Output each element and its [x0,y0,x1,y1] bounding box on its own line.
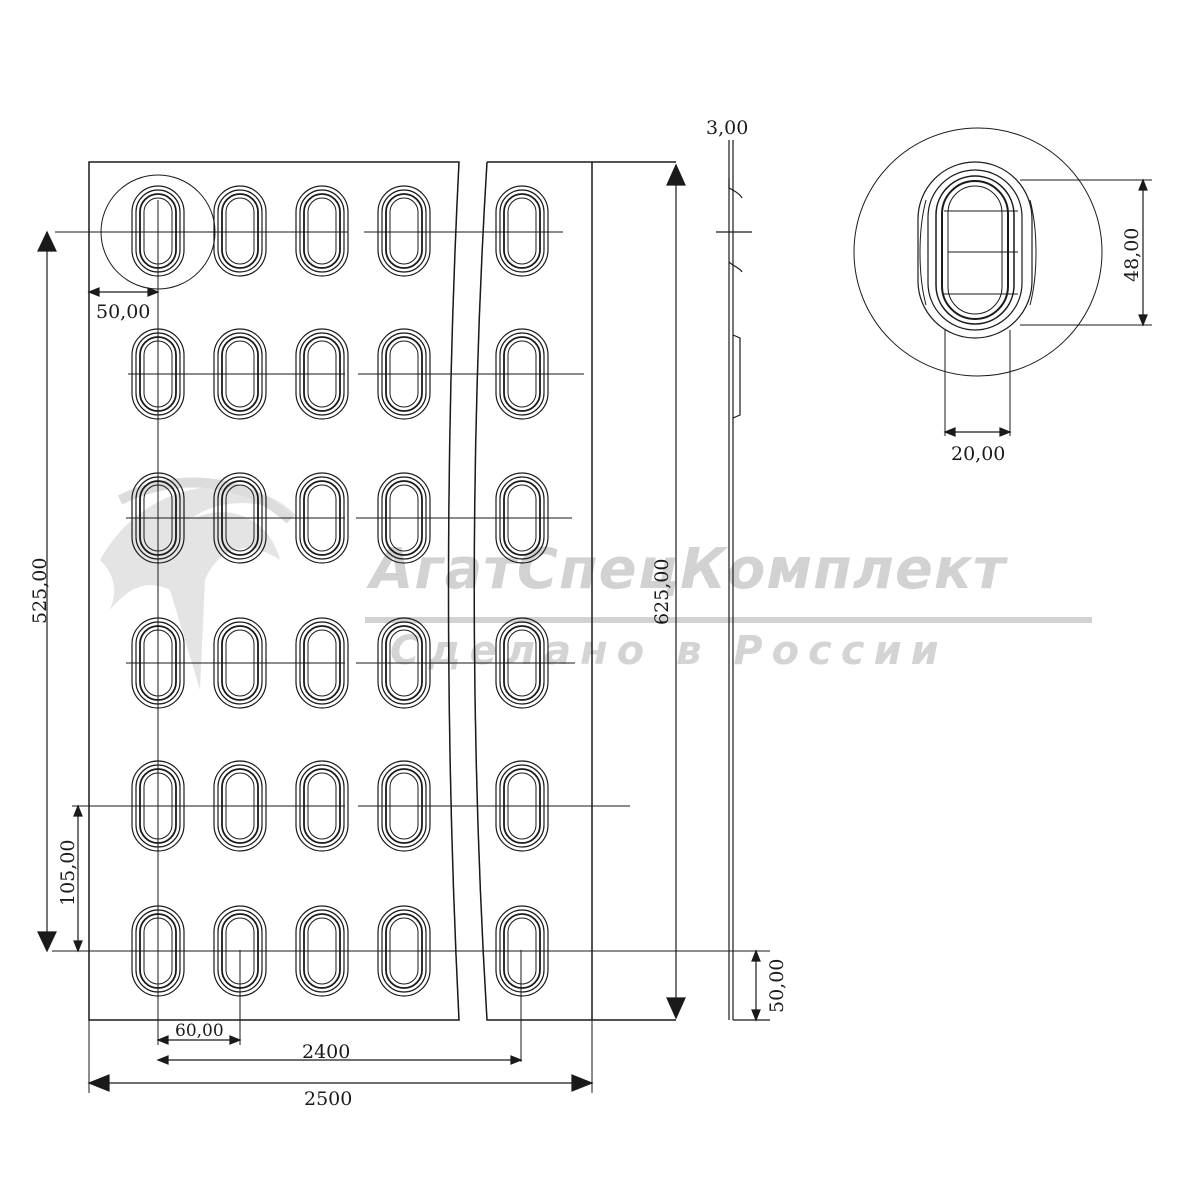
watermark-logo-icon [100,477,300,690]
dim-slot-length: 48,00 [1121,228,1143,282]
watermark-title: АгатСпецКомплект [366,537,1009,602]
dim-pitch-span: 2400 [302,1041,350,1063]
slot-hole [213,185,267,277]
dim-width-total: 2500 [304,1088,352,1110]
dim-edge-offset-x: 50,00 [96,301,150,323]
dim-slot-width: 20,00 [951,443,1005,465]
watermark: АгатСпецКомплект Сделано в России [100,477,1092,690]
slot-hole [495,185,549,277]
dim-thickness: 3,00 [706,117,748,139]
dim-column-pitch: 60,00 [175,1021,224,1041]
slot-hole [295,185,349,277]
center-lines [52,200,770,1093]
dim-height-pitch-span: 525,00 [29,558,51,624]
side-profile [716,140,752,1020]
dimension-lines [37,163,770,1092]
detail-view [853,127,1152,437]
slot-hole [377,185,431,277]
plate-outline [88,161,676,1021]
watermark-subtitle: Сделано в России [390,628,948,674]
dim-bottom-offset: 50,00 [766,959,788,1013]
detail-callout-circle [100,174,216,290]
dim-row-pitch: 105,00 [57,840,79,906]
dim-height-total: 625,00 [651,559,673,625]
